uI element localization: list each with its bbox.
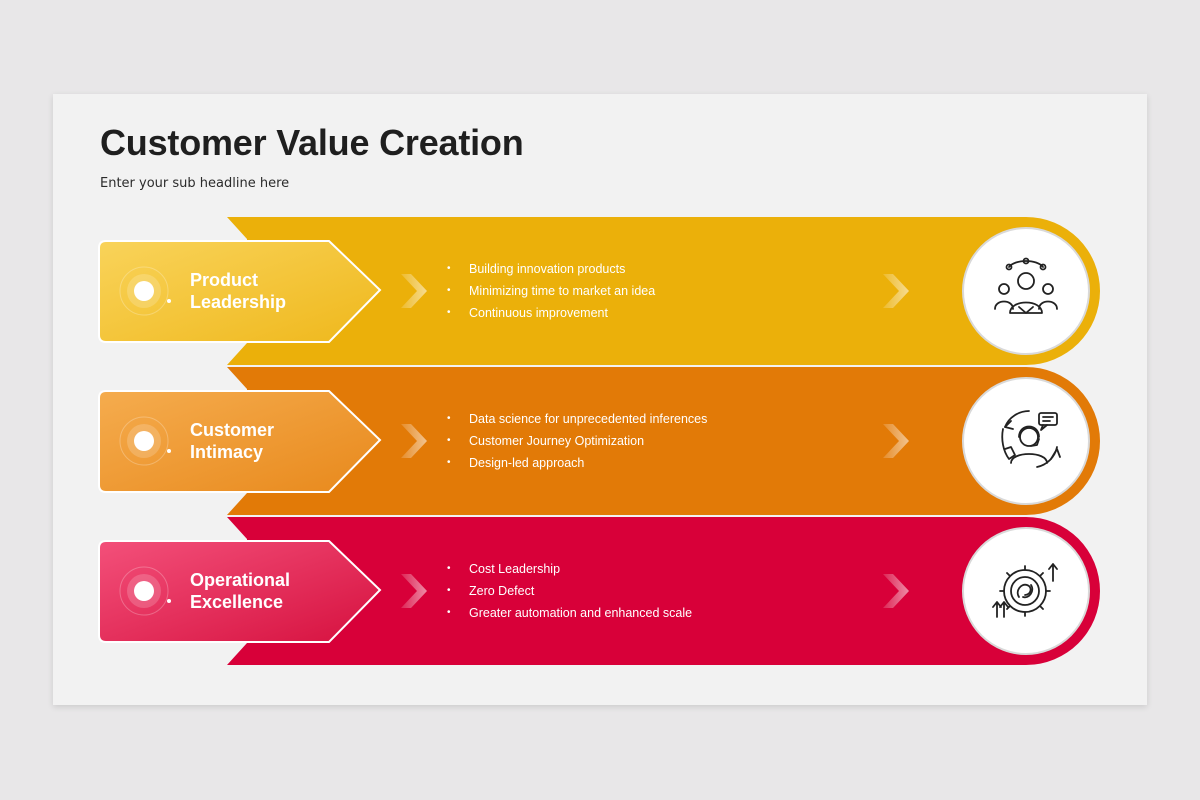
icon-circle bbox=[962, 377, 1090, 505]
bullet-item: Design-led approach bbox=[447, 452, 707, 474]
row-operational-excellence: Operational Excellence Cost Leadership Z… bbox=[53, 517, 1147, 665]
row-label: Operational Excellence bbox=[190, 517, 290, 665]
band-shape bbox=[227, 217, 1100, 365]
row-label: Customer Intimacy bbox=[190, 367, 274, 515]
label-line-2: Excellence bbox=[190, 592, 284, 612]
target-icon bbox=[119, 416, 171, 466]
label-line-1: Customer bbox=[190, 420, 275, 440]
slide: Customer Value Creation Enter your sub h… bbox=[53, 94, 1147, 705]
bullet-item: Cost Leadership bbox=[447, 558, 692, 580]
team-leader-icon bbox=[994, 257, 1058, 314]
chevron-right-icon bbox=[883, 274, 909, 308]
bullet-item: Building innovation products bbox=[447, 258, 655, 280]
bullet-item: Data science for unprecedented inference… bbox=[447, 408, 707, 430]
bullet-item: Customer Journey Optimization bbox=[447, 430, 707, 452]
bullet-item: Zero Defect bbox=[447, 580, 692, 602]
label-line-2: Intimacy bbox=[190, 442, 264, 462]
bullet-item: Minimizing time to market an idea bbox=[447, 280, 655, 302]
label-line-1: Product bbox=[190, 270, 259, 290]
label-tag bbox=[98, 540, 382, 643]
chevron-left-icon bbox=[401, 274, 427, 308]
icon-circle bbox=[962, 527, 1090, 655]
row-band bbox=[98, 217, 1100, 365]
chevron-left-icon bbox=[401, 424, 427, 458]
row-customer-intimacy: Customer Intimacy Data science for unpre… bbox=[53, 367, 1147, 515]
bullet-item: Continuous improvement bbox=[447, 302, 655, 324]
label-tag bbox=[98, 390, 382, 493]
bullet-item: Greater automation and enhanced scale bbox=[447, 602, 692, 624]
row-product-leadership: Product Leadership Building innovation p… bbox=[53, 217, 1147, 365]
icon-circle bbox=[962, 227, 1090, 355]
bullet-list: Cost Leadership Zero Defect Greater auto… bbox=[447, 517, 692, 665]
label-line-1: Operational bbox=[190, 570, 291, 590]
bullet-list: Building innovation products Minimizing … bbox=[447, 217, 655, 365]
customer-support-icon bbox=[1001, 410, 1061, 468]
row-label: Product Leadership bbox=[190, 217, 286, 365]
page-title: Customer Value Creation bbox=[100, 122, 524, 163]
target-icon bbox=[119, 266, 171, 316]
label-tag bbox=[98, 240, 382, 343]
gear-process-icon bbox=[992, 563, 1058, 618]
chevron-right-icon bbox=[883, 424, 909, 458]
label-line-2: Leadership bbox=[190, 292, 287, 312]
chevron-right-icon bbox=[883, 574, 909, 608]
target-icon bbox=[119, 566, 171, 616]
chevron-left-icon bbox=[401, 574, 427, 608]
page-subtitle: Enter your sub headline here bbox=[100, 176, 290, 191]
bullet-list: Data science for unprecedented inference… bbox=[447, 367, 707, 515]
